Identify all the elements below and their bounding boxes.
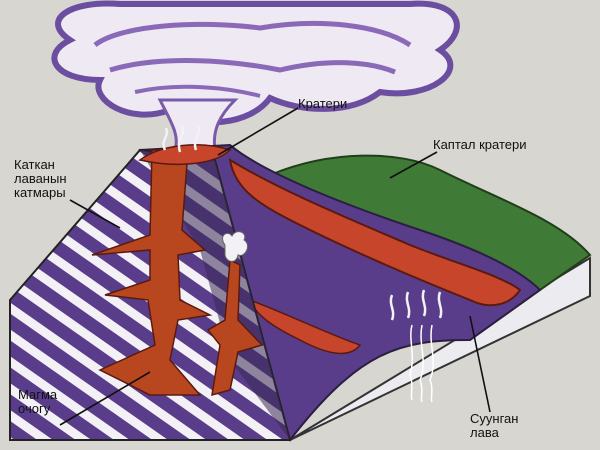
label-side-crater: Каптал кратери: [433, 138, 526, 152]
label-flowing-lava: Суунган лава: [470, 412, 518, 440]
label-lava-layers: Каткан лаванын катмары: [14, 158, 67, 200]
label-crater: Кратери: [298, 97, 347, 111]
label-magma-chamber: Магма очогу: [18, 388, 57, 416]
